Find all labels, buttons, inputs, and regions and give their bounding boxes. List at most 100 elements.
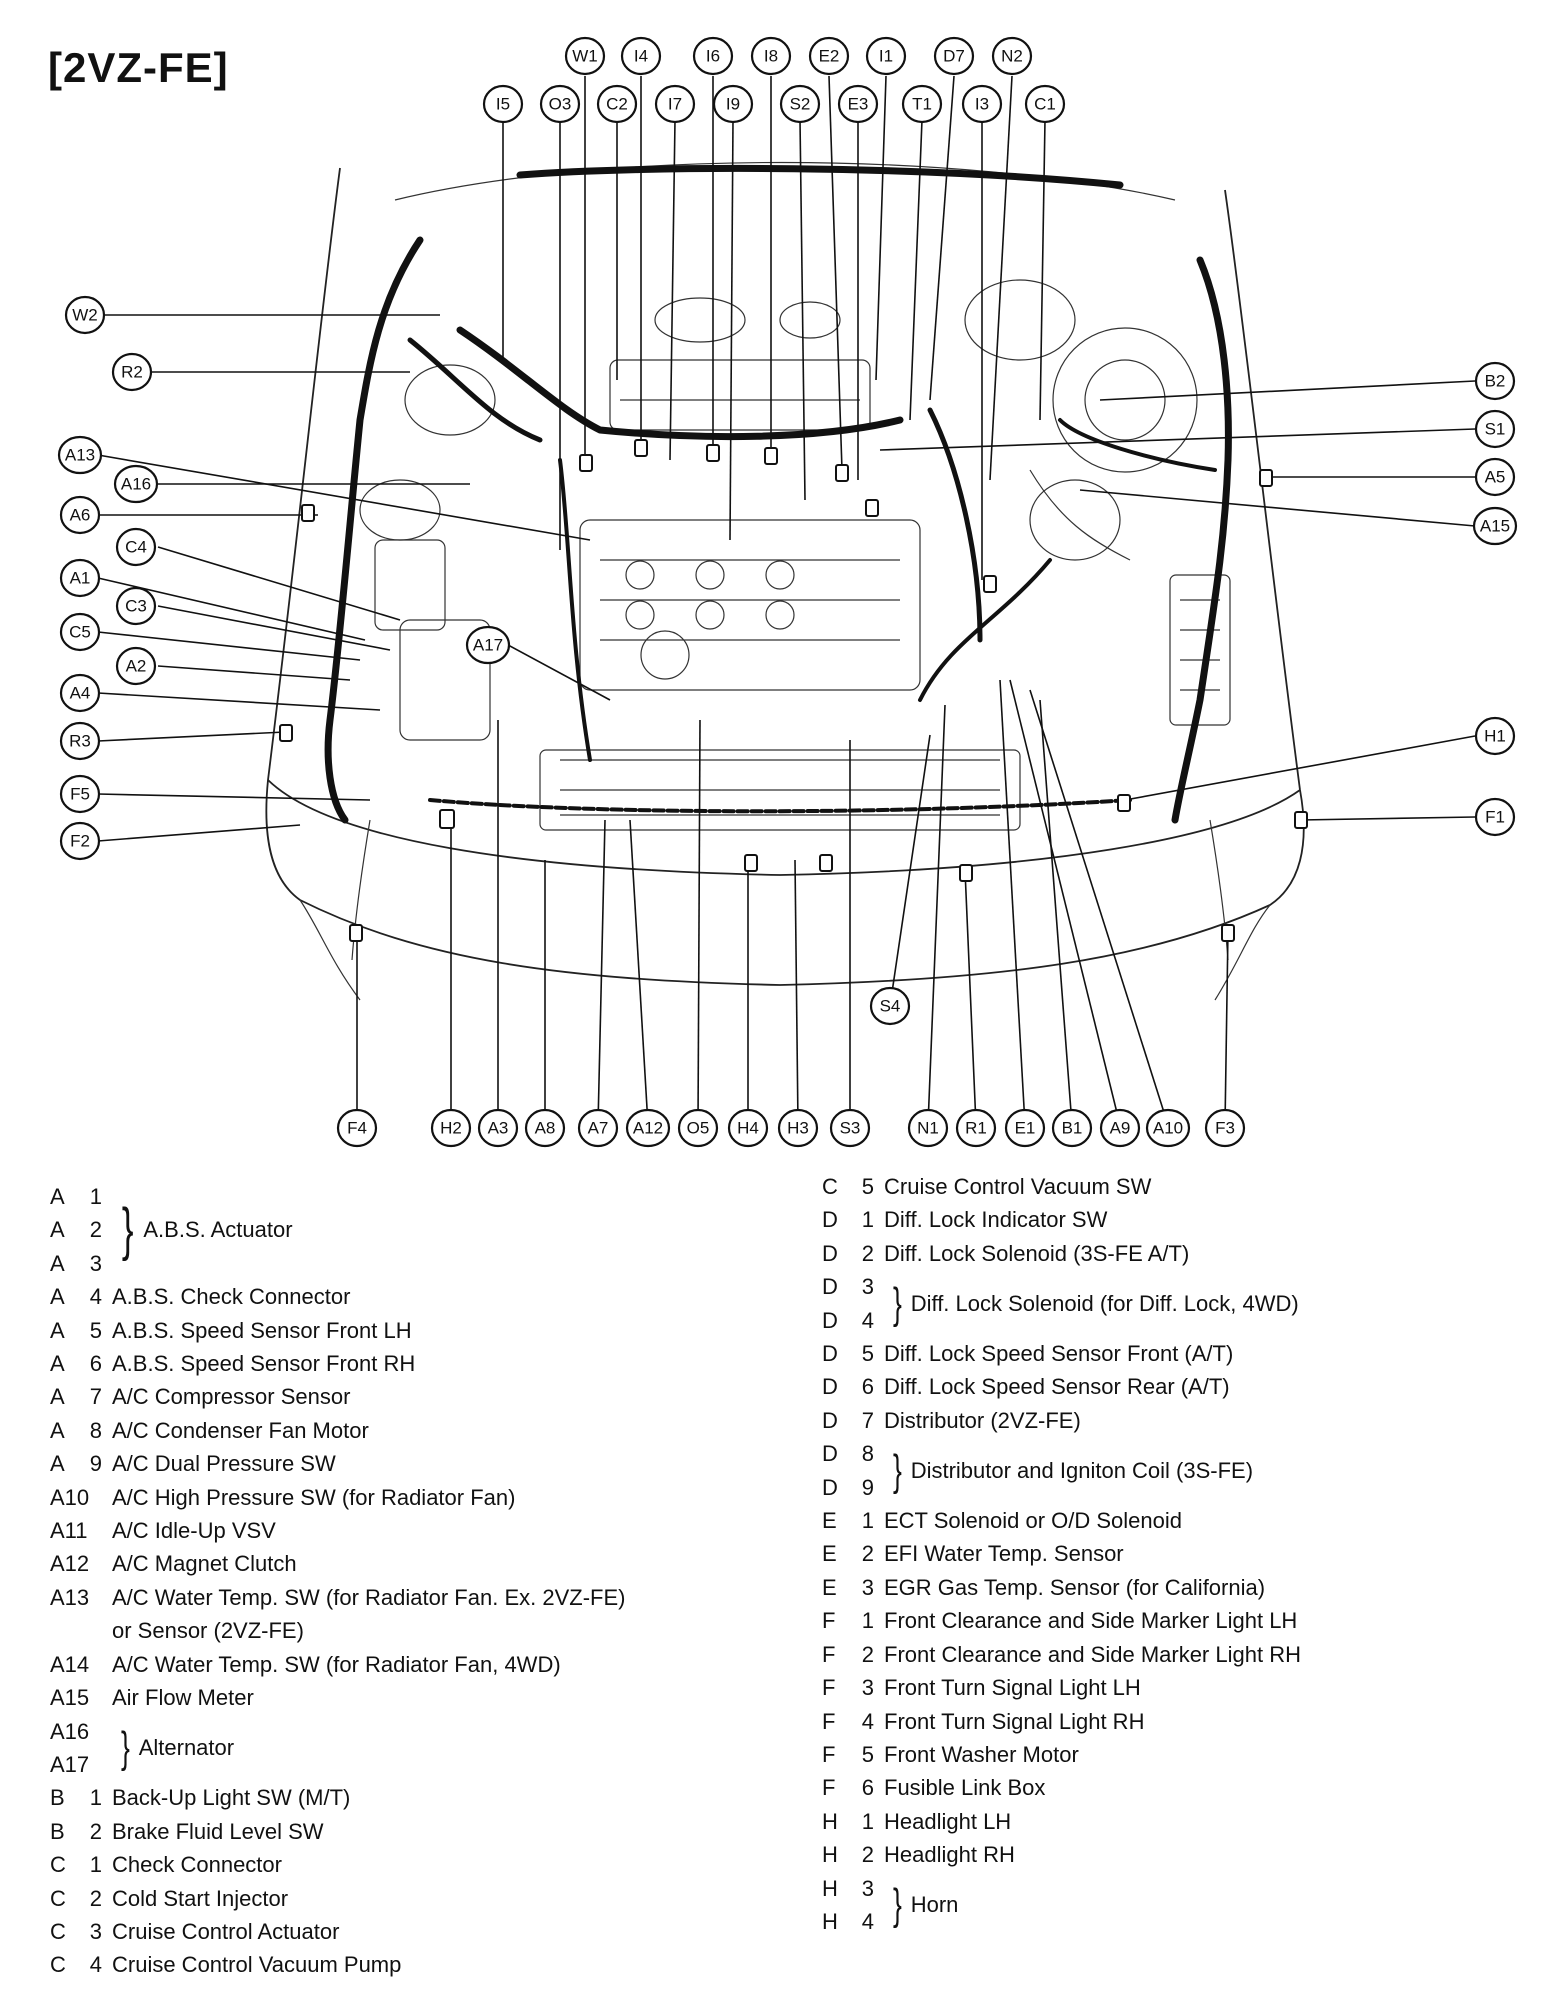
callout-label: I3 (975, 95, 989, 114)
callout-w1: W1 (564, 36, 606, 76)
callout-label: A12 (633, 1119, 663, 1138)
callout-circle (1474, 797, 1516, 837)
callout-a6: A6 (59, 495, 101, 535)
callout-label: S2 (790, 95, 811, 114)
legend-description: Cruise Control Vacuum SW (884, 1174, 1152, 1199)
callout-label: A6 (70, 506, 91, 525)
legend-description: Headlight RH (884, 1842, 1015, 1868)
legend-description-cont: or Sensor (2VZ-FE) (112, 1618, 304, 1644)
callout-a4: A4 (59, 673, 101, 713)
callout-circle (115, 527, 157, 567)
callout-label: H4 (737, 1119, 759, 1138)
callout-circle (1474, 409, 1516, 449)
legend-description: Diff. Lock Speed Sensor Rear (A/T) (884, 1374, 1230, 1400)
callout-h3: H3 (777, 1108, 819, 1148)
legend-description: A/C Dual Pressure SW (112, 1451, 336, 1477)
legend-description: A.B.S. Speed Sensor Front RH (112, 1351, 416, 1377)
callout-label: C4 (125, 538, 147, 557)
legend-description: Diff. Lock Solenoid (for Diff. Lock, 4WD… (910, 1290, 1299, 1316)
legend-code: A15 (50, 1685, 90, 1711)
callout-h1: H1 (1474, 716, 1516, 756)
callout-circle (1051, 1108, 1093, 1148)
callout-circle (465, 625, 511, 665)
callout-r3: R3 (59, 721, 101, 761)
callout-circle (57, 435, 103, 475)
legend-description: Distributor and Igniton Coil (3S-FE) (910, 1457, 1254, 1483)
callout-circle (1204, 1108, 1246, 1148)
callout-label: S3 (840, 1119, 861, 1138)
callout-label: W1 (572, 47, 598, 66)
callout-c2: C2 (596, 84, 638, 124)
brace-icon: } (892, 1445, 902, 1495)
callout-d7: D7 (933, 36, 975, 76)
legend-description: Back-Up Light SW (M/T) (112, 1785, 351, 1811)
callout-label: C5 (69, 623, 91, 642)
callout-label: E1 (1015, 1119, 1036, 1138)
callout-label: F5 (70, 785, 90, 804)
callout-circle (59, 821, 101, 861)
legend-description: A/C Water Temp. SW (for Radiator Fan, 4W… (112, 1651, 561, 1677)
callout-circle (1004, 1108, 1046, 1148)
callout-label: E3 (848, 95, 869, 114)
callout-circle (564, 36, 606, 76)
legend-description: EFI Water Temp. Sensor (884, 1541, 1124, 1567)
callout-b2: B2 (1474, 361, 1516, 401)
callout-label: D7 (943, 47, 965, 66)
callout-a2: A2 (115, 646, 157, 686)
callout-circle (865, 36, 907, 76)
legend-description: Check Connector (112, 1852, 282, 1878)
callout-a12: A12 (625, 1108, 671, 1148)
callout-a16: A16 (113, 464, 159, 504)
callout-label: A10 (1153, 1119, 1183, 1138)
legend-description: Fusible Link Box (884, 1775, 1046, 1801)
callout-a9: A9 (1099, 1108, 1141, 1148)
callout-label: H1 (1484, 727, 1506, 746)
legend-code: A13 (50, 1584, 90, 1610)
brace-icon: } (892, 1879, 902, 1929)
callout-label: R1 (965, 1119, 987, 1138)
callout-w2: W2 (64, 295, 106, 335)
callout-label: H3 (787, 1119, 809, 1138)
callout-f5: F5 (59, 774, 101, 814)
callout-c5: C5 (59, 612, 101, 652)
callout-circle (727, 1108, 769, 1148)
brace-icon: } (120, 1722, 130, 1772)
callout-label: S1 (1485, 420, 1506, 439)
callout-circle (777, 1108, 819, 1148)
legend-code: A12 (50, 1551, 90, 1577)
callout-label: W2 (72, 306, 98, 325)
callout-s3: S3 (829, 1108, 871, 1148)
legend-description: A.B.S. Actuator (143, 1217, 293, 1243)
legend-description: Front Turn Signal Light RH (884, 1708, 1145, 1734)
callout-label: A15 (1480, 517, 1510, 536)
callout-label: N2 (1001, 47, 1023, 66)
callout-i6: I6 (692, 36, 734, 76)
callout-a13: A13 (57, 435, 103, 475)
callout-label: A16 (121, 475, 151, 494)
engine-compartment-diagram: W1I4I6I8E2I1D7N2I5O3C2I7I9S2E3T1I3C1W2R2… (57, 36, 1518, 1148)
callout-s4: S4 (869, 986, 911, 1026)
callout-o5: O5 (677, 1108, 719, 1148)
callout-circle (59, 495, 101, 535)
